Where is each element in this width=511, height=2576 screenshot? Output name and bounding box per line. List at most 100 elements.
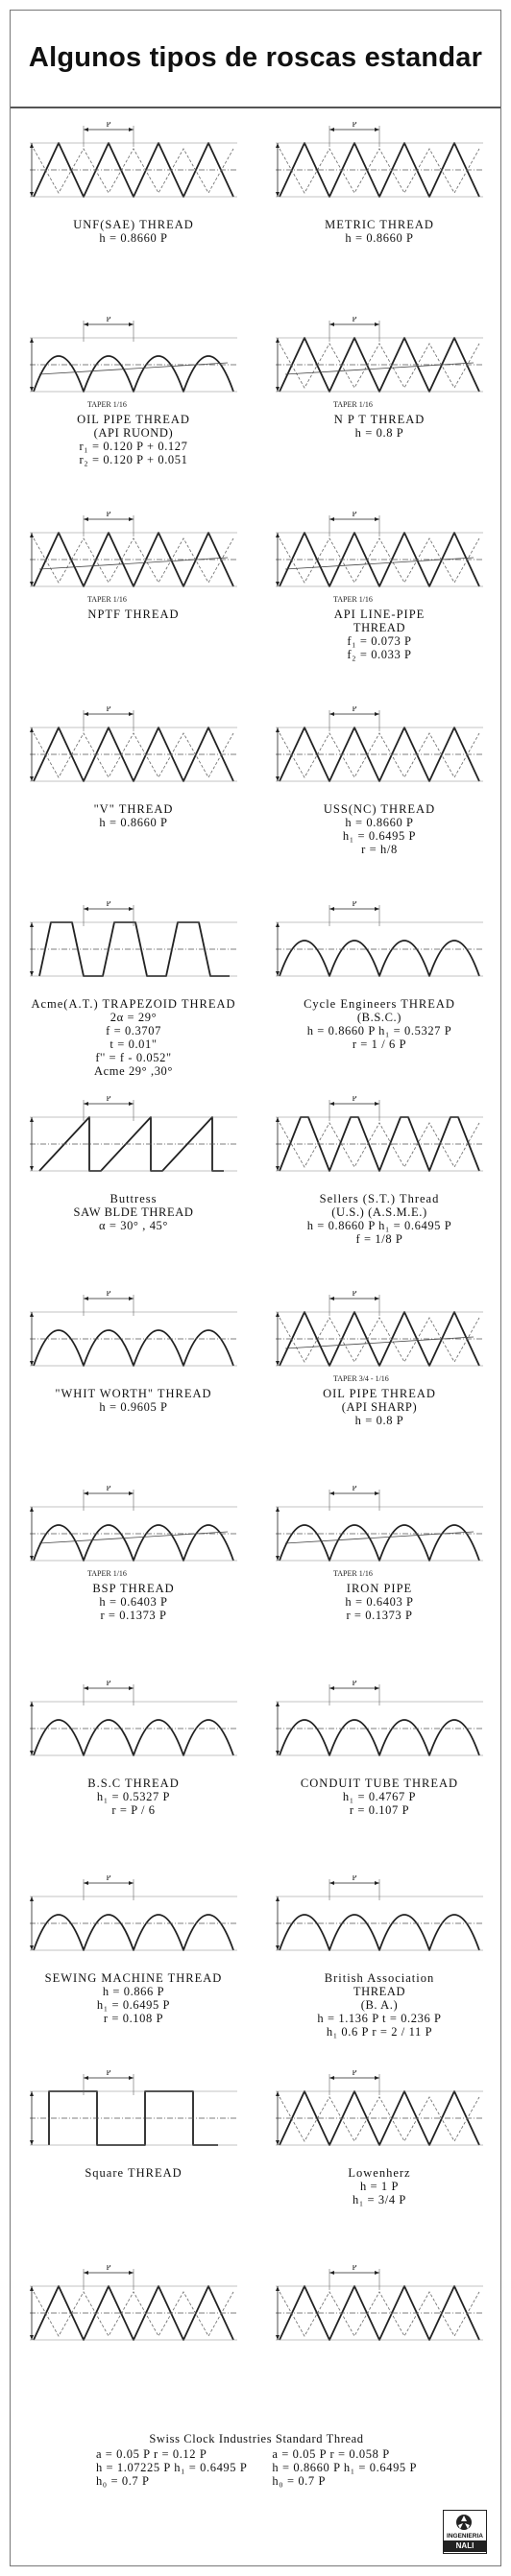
mating-profile-line (279, 343, 480, 389)
thread-formula: r = 1 / 6 P (352, 1038, 407, 1051)
thread-name: Square THREAD (85, 2166, 182, 2180)
pitch-label: P (352, 2070, 356, 2077)
thread-name: USS(NC) THREAD (323, 802, 436, 816)
thread-formula: SAW BLDE THREAD (73, 1205, 194, 1219)
pitch-label: P (352, 901, 356, 908)
logo-mark-icon (456, 2515, 472, 2530)
thread-profile-diagram: P (276, 2265, 483, 2341)
thread-profile-diagram: TAPER 3/4 - 1/16 P (276, 1291, 483, 1383)
thread-formula: THREAD (353, 621, 406, 634)
thread-profile-diagram: P (30, 1681, 237, 1756)
mating-profile-line (279, 148, 480, 194)
taper-axis-line (38, 1531, 229, 1544)
thread-name: UNF(SAE) THREAD (73, 218, 194, 231)
swiss-left-note: h₀ = 0.7 P (95, 2474, 150, 2488)
thread-name: Acme(A.T.) TRAPEZOID THREAD (31, 997, 236, 1011)
thread-profile-diagram: P (276, 1875, 483, 1951)
mating-profile-line (279, 732, 480, 778)
mating-profile-line (279, 537, 480, 584)
thread-profile-diagram: P (30, 1096, 237, 1172)
pitch-label: P (106, 122, 110, 129)
thread-caption: Square THREAD (11, 2166, 256, 2180)
thread-profile-diagram: P (30, 706, 237, 782)
taper-axis-line (284, 362, 474, 375)
thread-name: API LINE-PIPE (333, 608, 426, 621)
thread-formula: h = 0.8 P (354, 426, 404, 440)
thread-profile-line (33, 355, 234, 393)
thread-formula: THREAD (353, 1985, 406, 1998)
thread-profile-diagram: P (30, 901, 237, 977)
taper-label: TAPER 1/16 (333, 400, 373, 409)
thread-profile-line (33, 1524, 234, 1562)
thread-formula: f'' = f - 0.052" (95, 1051, 172, 1064)
pitch-label: P (106, 1291, 110, 1298)
thread-profile-line (279, 1914, 480, 1951)
thread-formula: (B. A.) (360, 1998, 399, 2012)
taper-label: TAPER 3/4 - 1/16 (333, 1374, 389, 1383)
pitch-label: P (352, 317, 356, 323)
mating-profile-line (279, 1122, 480, 1168)
thread-profile-diagram: TAPER 1/16P (276, 1486, 483, 1578)
pitch-label: P (106, 901, 110, 908)
taper-axis-line (38, 557, 229, 570)
swiss-clock-title: Swiss Clock Industries Standard Thread (149, 2432, 364, 2445)
thread-formula: h = 0.866 P (102, 1985, 165, 1998)
thread-formula: f = 0.3707 (106, 1024, 161, 1038)
taper-axis-line (284, 1531, 474, 1544)
pitch-label: P (352, 1291, 356, 1298)
thread-cell: P (256, 2261, 502, 2405)
thread-name: SEWING MACHINE THREAD (44, 1971, 223, 1985)
thread-formula: h = 0.6403 P (345, 1595, 414, 1609)
thread-formula: r = 0.107 P (349, 1803, 410, 1817)
thread-formula: t = 0.01" (110, 1038, 158, 1051)
thread-formula: h = 0.8660 P h₁ = 0.6495 P (306, 1219, 452, 1232)
thread-profile-diagram: P (276, 706, 483, 782)
taper-label: TAPER 1/16 (333, 595, 373, 604)
pitch-label: P (106, 1486, 110, 1492)
thread-formula: r = h/8 (361, 843, 398, 856)
pitch-label: P (352, 1096, 356, 1103)
thread-name: N P T THREAD (333, 413, 426, 426)
thread-formula: h₁ = 0.4767 P (342, 1790, 417, 1803)
thread-profile-diagram: TAPER 1/16P (30, 1486, 237, 1578)
thread-formula: (API RUOND) (93, 426, 174, 440)
thread-formula: f = 1/8 P (355, 1232, 403, 1246)
thread-caption: OIL PIPE THREAD(API SHARP)h = 0.8 P (256, 1387, 502, 1427)
taper-axis-line (284, 557, 474, 570)
thread-name: "V" THREAD (93, 802, 174, 816)
pitch-label: P (352, 1875, 356, 1882)
thread-name: METRIC THREAD (325, 218, 434, 231)
thread-formula: r₂ = 0.120 P + 0.051 (79, 453, 188, 466)
logo-text: INGENIERIA (447, 2533, 483, 2540)
swiss-left-note: h = 1.07225 P h₁ = 0.6495 P (95, 2461, 248, 2474)
thread-name: B.S.C THREAD (87, 1777, 180, 1790)
thread-formula: f₁ = 0.073 P (347, 634, 412, 648)
thread-profile-diagram: P (30, 1875, 237, 1951)
pitch-label: P (352, 1486, 356, 1492)
thread-formula: f₂ = 0.033 P (347, 648, 412, 661)
mating-profile-line (279, 2096, 480, 2142)
thread-formula: α = 30° , 45° (98, 1219, 169, 1232)
pitch-label: P (106, 1875, 110, 1882)
pitch-label: P (352, 122, 356, 129)
thread-formula: h₁ = 3/4 P (353, 2193, 406, 2206)
thread-formula: h₁ = 0.5327 P (96, 1790, 171, 1803)
pitch-label: P (352, 512, 356, 518)
